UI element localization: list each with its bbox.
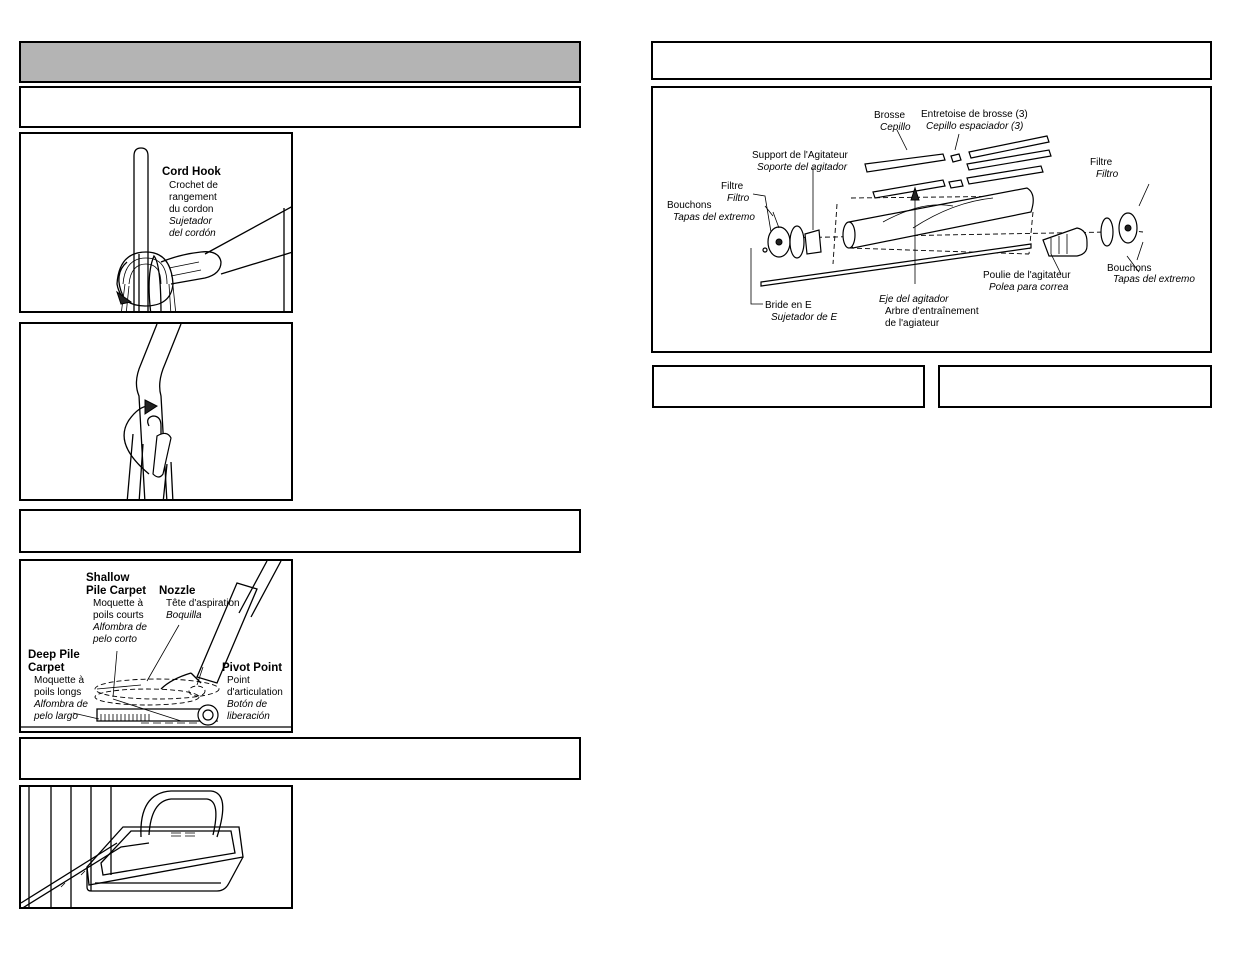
nozzle-height-illustration [21,561,291,728]
filtro-right-label: Filtro [1096,169,1119,180]
cepillo-label: Cepillo [880,122,911,133]
tapas-left-label: Tapas del extremo [673,212,755,223]
deep-en-2: Carpet [28,662,65,674]
cord-hook-illustration [116,147,291,311]
shallow-es-1: Alfombra de [93,622,147,633]
deep-fr-1: Moquette à [34,675,85,686]
figure-edge-cleaning [19,785,293,909]
figure-handle-release [19,322,293,501]
figure-cord-hook: Cord Hook Crochet de rangement du cordon… [19,132,293,313]
shallow-fr-1: Moquette à [93,598,144,609]
nozzle-es: Boquilla [166,610,202,621]
shallow-es-2: pelo corto [93,634,137,645]
nozzle-en: Nozzle [159,585,196,597]
edge-cleaning-illustration [21,787,244,907]
bottom-left-box [652,365,925,408]
figure-carpet-height: Shallow Pile Carpet Moquette à poils cou… [19,559,293,733]
poulie-label: Poulie de l'agitateur [983,270,1071,281]
filtre-right-label: Filtre [1090,157,1113,168]
deep-en-1: Deep Pile [28,649,80,661]
tapas-right-label: Tapas del extremo [1113,274,1195,285]
bouchons-right-label: Bouchons [1107,263,1152,274]
cord-hook-fr-2: rangement [169,192,217,203]
filtro-left-label: Filtro [727,193,750,204]
section-header-bar [19,41,581,83]
subheader-box-3 [19,737,581,780]
entretoise-label: Entretoise de brosse (3) [921,109,1028,120]
support-label: Support de l'Agitateur [752,150,848,161]
cord-hook-fr-3: du cordon [169,204,214,215]
bouchons-left-label: Bouchons [667,200,712,211]
deep-fr-2: poils longs [34,687,82,698]
cord-hook-title: Cord Hook [162,166,221,178]
deep-es-1: Alfombra de [34,699,88,710]
pivot-es-2: liberación [227,711,270,722]
polea-label: Polea para correa [989,282,1069,293]
subheader-box-1 [19,86,581,128]
filtre-left-label: Filtre [721,181,744,192]
sujetador-e-label: Sujetador de E [771,312,838,323]
nozzle-fr: Tête d'aspiration [166,598,240,609]
handle-release-illustration [123,324,182,499]
bottom-right-box [938,365,1212,408]
right-header-box [651,41,1212,80]
cord-hook-es-2: del cordón [169,228,216,239]
arbre-label-1: Arbre d'entraînement [885,306,979,317]
eje-label: Eje del agitador [879,294,949,305]
soporte-label: Soporte del agitador [757,162,848,173]
cord-hook-fr-1: Crochet de [169,180,218,191]
cord-hook-es-1: Sujetador [169,216,212,227]
agitator-exploded-view: Brosse Cepillo Entretoise de brosse (3) … [651,86,1212,353]
shallow-en-1: Shallow [86,572,130,584]
subheader-box-2 [19,509,581,553]
shallow-fr-2: poils courts [93,610,144,621]
bride-label: Bride en E [765,300,812,311]
brosse-label: Brosse [874,110,906,121]
pivot-en: Pivot Point [222,662,283,674]
agitator-diagram [750,129,1150,305]
pivot-fr-1: Point [227,675,250,686]
arbre-label-2: de l'agiateur [885,318,940,329]
shallow-en-2: Pile Carpet [86,585,147,597]
deep-es-2: pelo largo [34,711,78,722]
cepillo-espaciador-label: Cepillo espaciador (3) [926,121,1024,132]
pivot-es-1: Botón de [227,699,268,710]
pivot-fr-2: d'articulation [227,687,283,698]
